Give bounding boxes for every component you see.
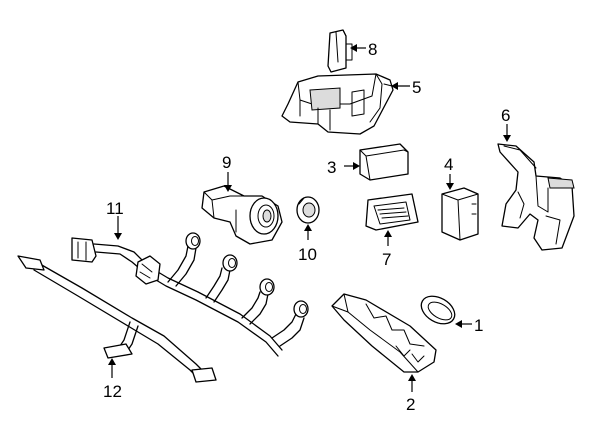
part-1-lens[interactable] (416, 291, 459, 330)
callout-11: 11 (106, 199, 124, 240)
svg-text:4: 4 (444, 155, 453, 174)
svg-text:11: 11 (106, 199, 124, 218)
part-11-wiring-harness[interactable] (71, 232, 309, 357)
svg-text:6: 6 (501, 106, 510, 125)
part-4-control-unit[interactable] (441, 187, 479, 241)
callout-9: 9 (222, 153, 232, 192)
callout-5: 5 (391, 78, 421, 97)
callout-1: 1 (455, 316, 483, 335)
callout-4: 4 (444, 155, 454, 190)
svg-text:10: 10 (298, 245, 317, 264)
part-7-frame-bracket[interactable] (365, 193, 419, 231)
svg-text:9: 9 (222, 153, 231, 172)
callout-6: 6 (501, 106, 511, 142)
callout-3: 3 (327, 158, 360, 177)
callout-12: 12 (103, 358, 122, 401)
part-3-sensor-module[interactable] (359, 143, 409, 181)
part-6-mounting-bracket[interactable] (497, 143, 575, 251)
svg-text:8: 8 (368, 40, 377, 59)
svg-text:7: 7 (382, 250, 391, 269)
svg-text:5: 5 (412, 78, 421, 97)
callout-10: 10 (298, 224, 317, 264)
part-12-lower-harness[interactable] (17, 255, 217, 383)
part-5-module-housing[interactable] (281, 73, 394, 135)
svg-text:12: 12 (103, 382, 122, 401)
svg-text:1: 1 (474, 316, 483, 335)
svg-text:3: 3 (327, 158, 336, 177)
callout-8: 8 (350, 40, 377, 59)
part-10-grommet[interactable] (296, 196, 320, 224)
part-8-bracket[interactable] (327, 29, 353, 73)
part-9-parking-sensor[interactable] (201, 185, 283, 245)
part-2-bumper-mount[interactable] (331, 293, 437, 373)
callout-2: 2 (406, 374, 416, 414)
svg-text:2: 2 (406, 395, 415, 414)
callout-7: 7 (382, 230, 392, 269)
